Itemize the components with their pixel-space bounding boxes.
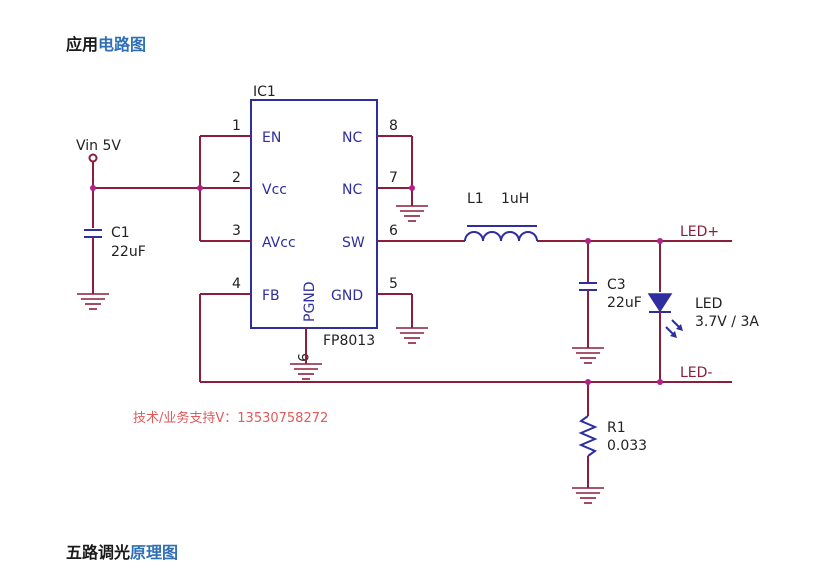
ground-symbol-c1 bbox=[77, 293, 109, 310]
ground-symbol-c3 bbox=[572, 347, 604, 364]
pin-name-fb: FB bbox=[262, 288, 280, 304]
ground-symbol-gnd-pin bbox=[396, 327, 428, 344]
pin-number-1: 1 bbox=[232, 118, 241, 134]
heading-plain-text: 应用 bbox=[66, 35, 99, 54]
c3-ref-label: C3 bbox=[607, 277, 626, 293]
net-label-led-negative: LED- bbox=[680, 365, 712, 381]
heading-plain-text: 五路调光 bbox=[66, 543, 131, 562]
pin-name-pgnd: PGND bbox=[302, 281, 318, 322]
ic-left-pins bbox=[200, 135, 251, 295]
led-diode-icon bbox=[647, 293, 683, 338]
heading-link-schematic[interactable]: 原理图 bbox=[130, 543, 179, 562]
c3-value-label: 22uF bbox=[607, 295, 642, 311]
inductor-l1 bbox=[464, 225, 538, 242]
pin-number-8: 8 bbox=[389, 118, 398, 134]
l1-ref-label: L1 bbox=[467, 191, 484, 207]
capacitor-c3 bbox=[579, 282, 597, 291]
c1-value-label: 22uF bbox=[111, 244, 146, 260]
ground-symbol-nc bbox=[396, 205, 428, 222]
ground-symbol-pgnd bbox=[290, 363, 322, 380]
vin-label: Vin 5V bbox=[76, 138, 121, 154]
led-value-label: 3.7V / 3A bbox=[695, 314, 759, 330]
pin-name-en: EN bbox=[262, 130, 281, 146]
pin-number-4: 4 bbox=[232, 276, 241, 292]
pin-number-2: 2 bbox=[232, 170, 241, 186]
resistor-r1 bbox=[578, 415, 598, 457]
ground-symbol-r1 bbox=[572, 487, 604, 504]
pin-number-3: 3 bbox=[232, 223, 241, 239]
led-ref-label: LED bbox=[695, 296, 722, 312]
ic-ref-label: IC1 bbox=[253, 84, 276, 100]
pin-name-sw: SW bbox=[342, 235, 365, 251]
pin-name-nc-7: NC bbox=[342, 182, 362, 198]
pin-name-gnd: GND bbox=[331, 288, 363, 304]
l1-value-label: 1uH bbox=[501, 191, 529, 207]
section-heading-application-circuit: 应用电路图 bbox=[66, 31, 146, 55]
pin-name-avcc: AVcc bbox=[262, 235, 296, 251]
ic-part-label: FP8013 bbox=[323, 333, 375, 349]
support-contact-note: 技术/业务支持V：13530758272 bbox=[133, 410, 328, 426]
r1-value-label: 0.033 bbox=[607, 438, 647, 454]
pin-number-7: 7 bbox=[389, 170, 398, 186]
capacitor-c1 bbox=[84, 229, 102, 238]
pin-name-nc-8: NC bbox=[342, 130, 362, 146]
pin-number-5: 5 bbox=[389, 276, 398, 292]
pin-number-9: 9 bbox=[294, 353, 310, 362]
vin-terminal bbox=[88, 153, 98, 163]
c1-ref-label: C1 bbox=[111, 225, 130, 241]
junction-dots bbox=[90, 185, 663, 385]
section-heading-five-channel-dimming: 五路调光原理图 bbox=[66, 539, 178, 563]
net-label-led-positive: LED+ bbox=[680, 224, 719, 240]
pin-name-vcc: Vcc bbox=[262, 182, 287, 198]
ic-right-pins bbox=[377, 135, 412, 295]
r1-ref-label: R1 bbox=[607, 420, 626, 436]
ic-body bbox=[250, 99, 378, 329]
pin-number-6: 6 bbox=[389, 223, 398, 239]
heading-link-circuit-diagram[interactable]: 电路图 bbox=[98, 35, 147, 54]
